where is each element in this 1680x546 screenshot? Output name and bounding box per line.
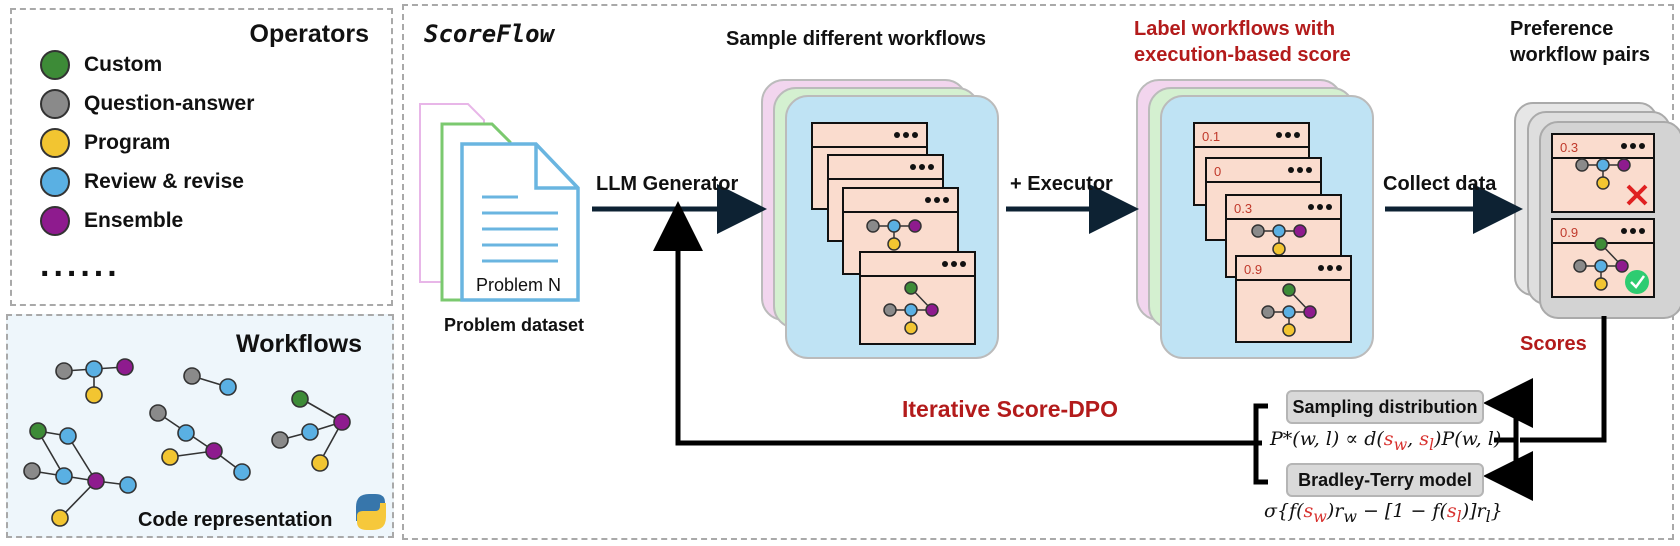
- collect-data-label: Collect data: [1383, 173, 1497, 195]
- scoreflow-pipeline-panel: [402, 4, 1674, 540]
- legend-item-review-revise: Review & revise: [40, 167, 244, 197]
- legend-item-question-answer: Question-answer: [40, 89, 254, 119]
- preference-title-line1: Preference: [1510, 18, 1614, 40]
- review-revise-operator-icon: [40, 167, 70, 197]
- workflow-graph: [883, 281, 939, 335]
- workflows-title: Workflows: [236, 330, 362, 358]
- score-label: 0: [1214, 164, 1221, 179]
- workflow-window: [859, 251, 976, 345]
- legend-ellipsis: ......: [40, 246, 121, 284]
- legend-item-custom: Custom: [40, 50, 162, 80]
- score-label: 0.9: [1560, 225, 1578, 240]
- llm-generator-label: LLM Generator: [596, 173, 739, 195]
- preference-title-line2: workflow pairs: [1510, 44, 1651, 66]
- sampling-distribution-formula: P*(w, l) ∝ d(sw, sl)P(w, l): [1270, 428, 1502, 454]
- preference-windows: 0.3 0.9: [1551, 133, 1655, 298]
- legend-label: Question-answer: [84, 92, 255, 115]
- python-logo-icon: [356, 494, 386, 530]
- score-label: 0.3: [1560, 140, 1578, 155]
- reject-cross-icon: [1626, 184, 1648, 206]
- score-label: 0.1: [1202, 129, 1220, 144]
- sampling-distribution-box: Sampling distribution: [1286, 390, 1484, 424]
- sampled-workflow-windows: [811, 122, 976, 345]
- scoreflow-brand: ScoreFlow: [424, 20, 555, 48]
- workflow-graph: [1261, 283, 1317, 337]
- legend-label: Custom: [84, 53, 163, 76]
- score-label: 0.9: [1244, 262, 1262, 277]
- label-workflows-title-line1: Label workflows with: [1134, 18, 1336, 40]
- score-label: 0.3: [1234, 201, 1252, 216]
- bradley-terry-formula: σ{f(sw)rw − [1 − f(sl)]rl}: [1264, 500, 1503, 526]
- legend-label: Program: [84, 131, 171, 154]
- executor-label: + Executor: [1010, 173, 1113, 195]
- problem-document-label: Problem N: [476, 275, 562, 295]
- workflow-graph: [1573, 237, 1629, 291]
- workflow-graph: [1251, 224, 1307, 256]
- sample-workflows-title: Sample different workflows: [726, 28, 987, 50]
- operators-legend-panel: Operators Custom Question-answer Program…: [10, 8, 393, 306]
- legend-label: Review & revise: [84, 170, 244, 193]
- legend-item-program: Program: [40, 128, 170, 158]
- accept-check-icon: [1625, 270, 1649, 294]
- custom-operator-icon: [40, 50, 70, 80]
- iterative-score-dpo-label: Iterative Score-DPO: [902, 396, 1119, 422]
- ensemble-operator-icon: [40, 206, 70, 236]
- question-answer-operator-icon: [40, 89, 70, 119]
- legend-label: Ensemble: [84, 209, 184, 232]
- scores-label: Scores: [1520, 333, 1587, 355]
- labeled-workflow-windows: 0.1 0 0.3 0.9: [1193, 122, 1352, 343]
- legend-item-ensemble: Ensemble: [40, 206, 183, 236]
- workflow-graph-examples: [23, 358, 351, 527]
- feedback-loop-arrow: [653, 201, 1607, 501]
- workflow-graph: [866, 219, 922, 251]
- operators-title: Operators: [249, 20, 369, 48]
- workflow-graph: [1575, 158, 1631, 190]
- label-workflows-title-line2: execution-based score: [1134, 44, 1351, 66]
- program-operator-icon: [40, 128, 70, 158]
- problem-dataset-label: Problem dataset: [444, 315, 585, 335]
- problem-document-icons: [419, 103, 580, 302]
- bradley-terry-box: Bradley-Terry model: [1286, 463, 1484, 497]
- code-representation-label: Code representation: [138, 509, 333, 531]
